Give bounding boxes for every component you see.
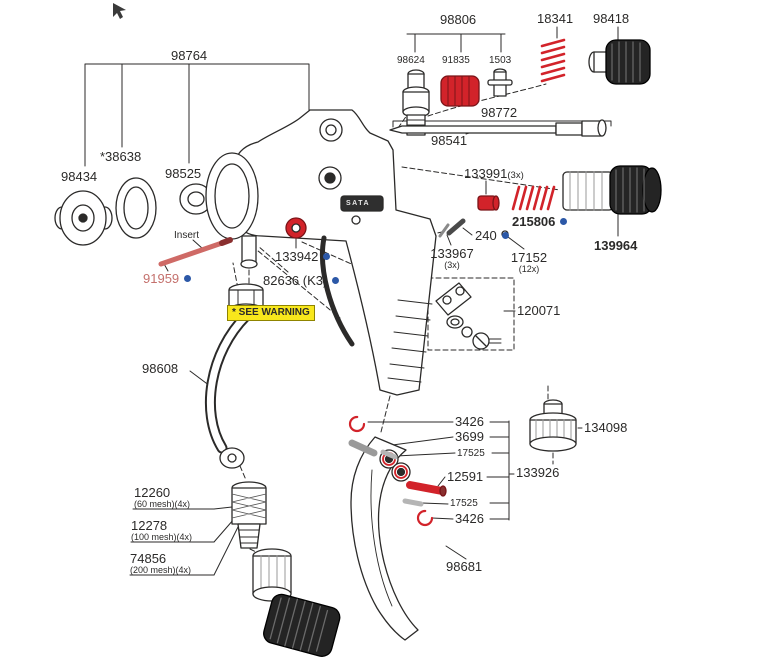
part-91835-drawing <box>440 75 480 107</box>
part-label-133967: 133967 (3x) <box>430 246 474 271</box>
part-label-98624: 98624 <box>397 55 425 66</box>
part-label-98681: 98681 <box>446 559 483 574</box>
part-number: 133942 <box>275 249 319 264</box>
part-number: 240 <box>475 228 497 243</box>
part-label-82636: 82636 (K3) <box>263 273 340 288</box>
blue-dot <box>323 253 331 260</box>
part-133967-drawing <box>438 223 450 238</box>
part-98624-drawing <box>402 69 430 136</box>
part-qty: (3x) <box>507 170 524 181</box>
part-label-18341: 18341 <box>537 11 574 26</box>
part-note: (100 mesh)(4x) <box>131 532 193 543</box>
blue-dot <box>501 232 509 239</box>
part-label-3426-top: 3426 <box>455 414 484 429</box>
blue-dot <box>332 277 340 284</box>
part-number: 215806 <box>512 214 556 229</box>
part-label-133942: 133942 <box>275 249 331 264</box>
part-label-12260: 12260 (60 mesh)(4x) <box>134 485 191 510</box>
part-number: 12260 <box>134 485 171 500</box>
part-label-240: 240 <box>475 228 509 243</box>
part-label-215806: 215806 <box>512 214 568 229</box>
part-1503-drawing <box>487 68 513 97</box>
part-number: 74856 <box>130 551 167 566</box>
part-98608-drawing <box>204 283 264 469</box>
part-number: 91959 <box>143 271 180 286</box>
gun-logo-text: SATA <box>346 200 371 207</box>
warning-label: * SEE WARNING <box>227 305 315 321</box>
part-label-12591: 12591 <box>447 469 484 484</box>
part-label-12278: 12278 (100 mesh)(4x) <box>131 518 193 543</box>
part-number: 82636 (K3) <box>263 273 328 288</box>
part-91959-drawing <box>158 237 233 267</box>
part-label-98541: 98541 <box>431 133 468 148</box>
trigger-small-parts-drawing <box>348 415 447 527</box>
part-label-91835: 91835 <box>442 55 470 66</box>
part-label-74856: 74856 (200 mesh)(4x) <box>130 551 192 576</box>
part-number: 133967 <box>430 246 474 261</box>
part-label-139964: 139964 <box>594 238 638 253</box>
part-filter-drawing <box>231 481 267 549</box>
part-label-134098: 134098 <box>584 420 628 435</box>
part-label-1503: 1503 <box>489 55 512 66</box>
part-139964-drawing <box>562 165 662 215</box>
part-133942-drawing <box>285 217 307 239</box>
part-label-133926: 133926 <box>516 465 560 480</box>
part-label-120071: 120071 <box>517 303 561 318</box>
part-label-98764: 98764 <box>171 48 208 63</box>
part-label-98418: 98418 <box>593 11 630 26</box>
part-label-38638: *38638 <box>100 149 142 164</box>
part-98418-drawing <box>588 39 651 85</box>
part-label-17525-bottom: 17525 <box>450 498 478 509</box>
part-number: 133991 <box>464 166 508 181</box>
part-label-3426-bottom: 3426 <box>455 511 484 526</box>
insert-note: Insert <box>174 230 200 241</box>
part-label-17525-top: 17525 <box>457 448 485 459</box>
part-note: (60 mesh)(4x) <box>134 499 191 510</box>
part-134098-drawing <box>529 399 577 452</box>
part-label-133991: 133991(3x) <box>464 166 524 181</box>
parts-drawings <box>54 38 662 657</box>
part-240-drawing <box>446 218 466 236</box>
part-38638-drawing <box>115 177 157 239</box>
part-98681-drawing <box>350 436 419 641</box>
part-98541-drawing <box>389 119 607 137</box>
part-label-3699: 3699 <box>455 429 484 444</box>
blue-dot <box>184 275 192 282</box>
gun-body-drawing <box>205 109 437 396</box>
part-label-91959: 91959 <box>143 271 192 286</box>
cursor-icon <box>113 3 126 19</box>
part-133991-drawing <box>477 195 500 211</box>
part-number: 12278 <box>131 518 168 533</box>
part-note: (200 mesh)(4x) <box>130 565 192 576</box>
part-qty: (12x) <box>518 264 540 275</box>
part-number: 17152 <box>510 250 548 265</box>
part-18341-drawing <box>540 38 566 83</box>
part-label-17152: 17152 (12x) <box>507 250 551 275</box>
part-qty: (3x) <box>444 260 460 271</box>
part-label-98434: 98434 <box>61 169 98 184</box>
part-120071-drawing <box>435 282 502 350</box>
part-label-98772: 98772 <box>481 105 518 120</box>
part-label-98525: 98525 <box>165 166 202 181</box>
part-connector-drawing <box>252 548 341 657</box>
part-215806-drawing <box>511 185 556 211</box>
leader-lines <box>84 26 619 576</box>
blue-dot <box>560 218 568 225</box>
part-label-98806: 98806 <box>440 12 477 27</box>
part-98434-drawing <box>54 190 113 246</box>
part-label-98608: 98608 <box>142 361 179 376</box>
